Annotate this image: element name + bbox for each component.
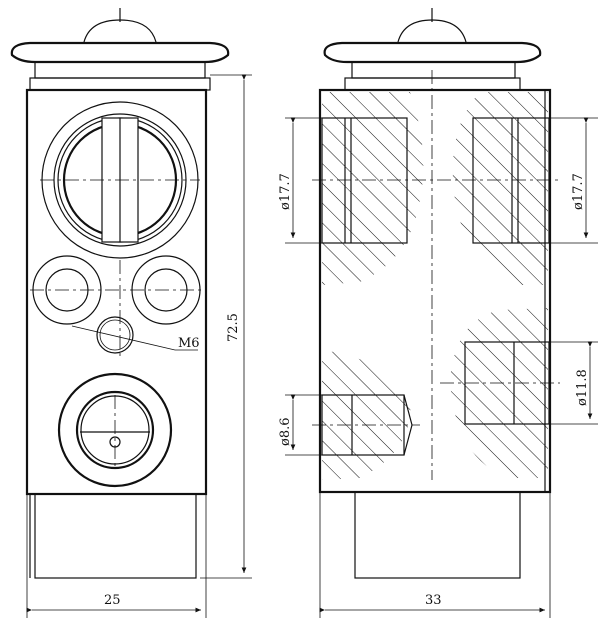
hatch-upper-right [452, 92, 548, 285]
section-view: ø17.7 ø17.7 ø11.8 ø8.6 33 [278, 8, 598, 618]
bottom-port-outer [57, 372, 173, 488]
collar [344, 77, 521, 91]
dim-left-lower-label: ø8.6 [278, 417, 293, 446]
hatch-lower-left [322, 350, 411, 480]
hatch-lower-right [450, 308, 548, 478]
m6-label: M6 [178, 336, 200, 351]
dim-right-lower-label: ø11.8 [575, 369, 590, 406]
bottom-port-ring [75, 390, 155, 470]
neck [351, 62, 516, 79]
dim-left-upper-label: ø17.7 [278, 173, 293, 210]
bore-upper-left [321, 117, 408, 244]
flange [323, 41, 542, 64]
bottom-cylinder [34, 493, 197, 579]
front-width-label: 25 [104, 593, 121, 608]
collar [29, 77, 211, 91]
dome-cap [397, 19, 467, 43]
height-dim-label: 72.5 [226, 313, 241, 342]
m6-thread-hole [96, 316, 134, 354]
dome-cap [83, 19, 157, 43]
flange [10, 41, 230, 64]
m6-leader [71, 325, 176, 351]
dim-right-upper-label: ø17.7 [571, 173, 586, 210]
front-view: M6 72.5 25 [10, 8, 252, 618]
section-width-label: 33 [425, 593, 442, 608]
hatch-upper-left [322, 92, 424, 285]
neck [34, 62, 206, 79]
m6-thread-inner [99, 319, 131, 351]
bottom-cylinder [354, 491, 521, 579]
